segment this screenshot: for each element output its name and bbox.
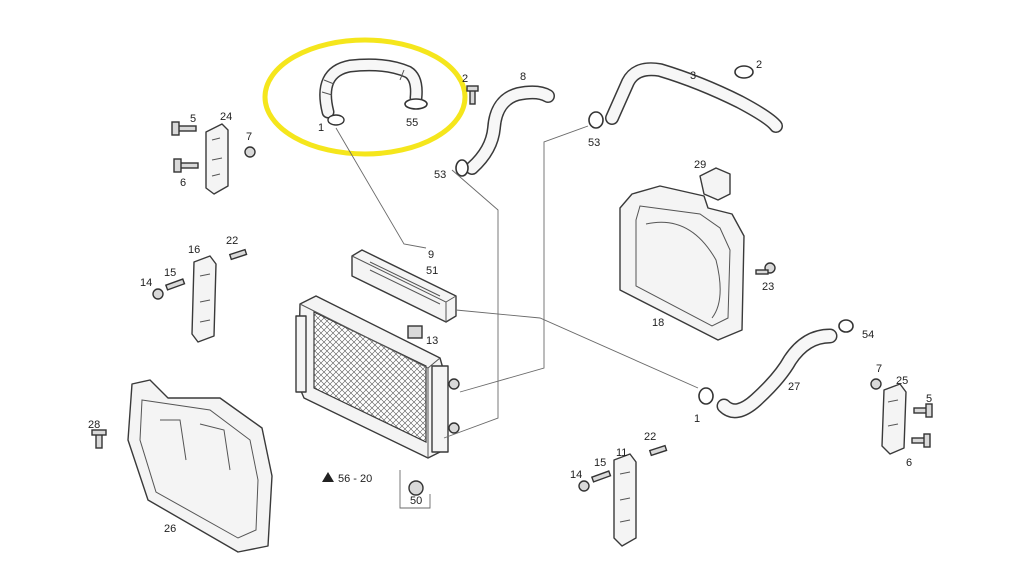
warning-triangle-icon <box>322 472 334 482</box>
label-14-bottom: 14 <box>570 469 582 481</box>
highlight-ellipse <box>262 37 468 157</box>
label-24: 24 <box>220 111 232 123</box>
clamp-54 <box>838 319 854 333</box>
label-14-left: 14 <box>140 277 152 289</box>
bolt-2-top <box>466 85 479 105</box>
label-27: 27 <box>788 381 800 393</box>
bolt-22-bottom <box>648 444 668 457</box>
label-13: 13 <box>426 335 438 347</box>
label-54: 54 <box>862 329 874 341</box>
label-16: 16 <box>188 244 200 256</box>
bolt-15-left <box>164 278 186 291</box>
bolt-28 <box>91 429 107 449</box>
label-25: 25 <box>896 375 908 387</box>
label-22-left: 22 <box>226 235 238 247</box>
part-labels: 1 55 2 8 53 3 2 53 5 24 7 6 29 16 22 14 … <box>88 59 932 535</box>
label-15-bottom: 15 <box>594 457 606 469</box>
label-28: 28 <box>88 419 100 431</box>
label-22-bottom: 22 <box>644 431 656 443</box>
nut-14-bottom <box>578 480 590 492</box>
label-2-upper: 2 <box>462 73 468 85</box>
label-7-right: 7 <box>876 363 882 375</box>
bracket-13 <box>407 325 423 339</box>
clamp-2-right <box>734 65 754 79</box>
nut-50 <box>408 480 424 496</box>
label-56-20: 56 - 20 <box>338 473 372 485</box>
label-18: 18 <box>652 317 664 329</box>
bolt-15-bottom <box>590 470 612 483</box>
label-1-lower: 1 <box>694 413 700 425</box>
label-11: 11 <box>616 447 627 459</box>
label-9: 9 <box>428 249 434 261</box>
nut-14-left <box>152 288 164 300</box>
nut-7-right <box>870 378 882 390</box>
bolt-5-topleft <box>171 121 197 136</box>
label-15-left: 15 <box>164 267 176 279</box>
hose-8[interactable] <box>465 85 555 175</box>
label-5-topleft: 5 <box>190 113 196 125</box>
bracket-16[interactable] <box>191 255 217 343</box>
label-23: 23 <box>762 281 774 293</box>
label-29: 29 <box>694 159 706 171</box>
bracket-11[interactable] <box>613 453 637 547</box>
label-7-topleft: 7 <box>246 131 252 143</box>
bracket-25[interactable] <box>881 383 907 455</box>
hose-clamp-1 <box>327 114 345 126</box>
hose-clamp-55 <box>404 98 428 110</box>
label-53-left: 53 <box>434 169 446 181</box>
bolt-22-left <box>228 248 248 261</box>
charge-air-cooler-9[interactable] <box>351 249 457 323</box>
label-6-right: 6 <box>906 457 912 469</box>
upper-radiator-hose[interactable] <box>319 58 423 119</box>
bolt-6-right <box>911 433 931 448</box>
lower-hose-27[interactable] <box>716 328 838 419</box>
label-53-right: 53 <box>588 137 600 149</box>
radiator[interactable] <box>295 295 460 459</box>
bracket-24[interactable] <box>205 123 229 195</box>
clamp-53-right <box>588 111 604 129</box>
bolt-23 <box>755 262 776 275</box>
label-6-topleft: 6 <box>180 177 186 189</box>
fan-shroud-18[interactable] <box>619 185 745 341</box>
label-55: 55 <box>406 117 418 129</box>
clamp-53-left <box>455 159 469 177</box>
label-51: 51 <box>426 265 438 277</box>
support-frame-26[interactable] <box>127 379 273 553</box>
label-3: 3 <box>690 70 696 82</box>
label-50: 50 <box>410 495 422 507</box>
bolt-6-topleft <box>173 158 199 173</box>
label-26: 26 <box>164 523 176 535</box>
bracket-29 <box>699 167 731 201</box>
hose-3[interactable] <box>605 62 783 133</box>
label-1-upper: 1 <box>318 122 324 134</box>
label-5-right: 5 <box>926 393 932 405</box>
label-2-right: 2 <box>756 59 762 71</box>
bolt-5-right <box>913 403 933 418</box>
nut-7-topleft <box>244 146 256 158</box>
label-8: 8 <box>520 71 526 83</box>
leader-lines <box>335 125 699 509</box>
clamp-1-lower <box>698 387 714 405</box>
